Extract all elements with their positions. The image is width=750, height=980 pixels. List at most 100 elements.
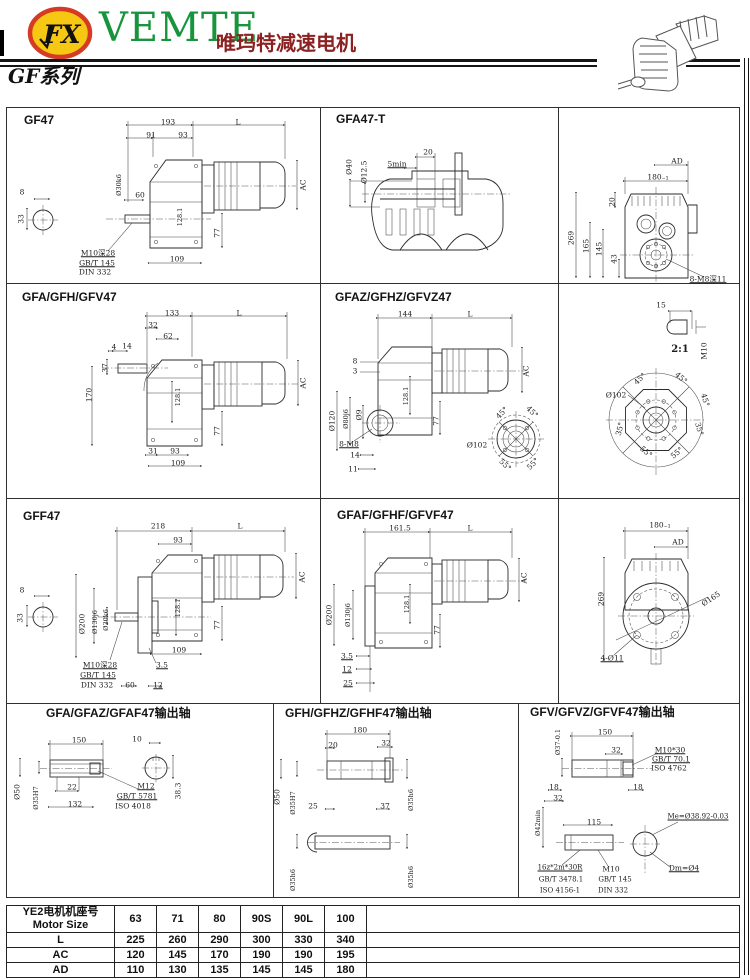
dim-label: 3.5 <box>156 660 168 670</box>
dim-label: 25 <box>308 801 318 811</box>
dim-label: 218 <box>150 521 166 531</box>
page-edge-mark <box>0 30 4 56</box>
dim-label: L <box>235 117 241 127</box>
detail-2to1-drawing <box>606 309 706 475</box>
dim-label: 91 <box>146 130 156 140</box>
panel-title: GFV/GFVZ/GFVF47输出轴 <box>530 705 675 719</box>
dim-label: GB/T 145 <box>79 258 115 268</box>
dim-label: 109 <box>171 645 187 655</box>
dim-label: 128.1 <box>402 594 411 614</box>
dim-label: 269 <box>566 230 576 246</box>
dim-label: 109 <box>170 458 186 468</box>
dim-label: 150 <box>71 735 87 745</box>
dim-label: AC <box>298 377 308 389</box>
dim-label: 2:1 <box>671 344 689 355</box>
panel-title: GFA/GFH/GFV47 <box>22 290 117 304</box>
dim-label: Ø102 <box>605 390 627 400</box>
grid-divider <box>6 283 740 284</box>
dim-label: 128.1 <box>173 598 182 618</box>
dim-label: 60 <box>135 190 145 200</box>
dim-label: 11 <box>348 464 358 474</box>
dim-label: ISO 4156-1 <box>539 886 581 895</box>
dim-label: 77 <box>432 625 442 635</box>
dim-label: 33 <box>16 214 26 224</box>
dim-label: 8 <box>19 187 25 197</box>
dim-label: 128.1 <box>401 386 410 406</box>
dim-label: 144 <box>397 309 413 319</box>
dim-label: 16z*2m*30R <box>537 863 583 872</box>
size-col: 63 <box>114 904 157 934</box>
dim-label: AC <box>297 571 307 583</box>
dim-label: 161.5 <box>389 523 411 533</box>
brand-name: VEMTE <box>99 5 259 51</box>
dim-label: M10 <box>699 342 709 360</box>
row-label: AD <box>6 962 115 979</box>
table-header-row: YE2电机机座号 Motor Size 63 71 80 90S 90L 100 <box>6 904 740 934</box>
dim-label: 128.1 <box>173 387 182 407</box>
grid-divider <box>558 107 559 703</box>
panel-title: GFA47-T <box>336 112 386 126</box>
gff47-drawing <box>25 527 298 688</box>
dim-label: 62 <box>163 331 173 341</box>
dim-label: GB/T 70.1 <box>651 754 691 764</box>
cell: 145 <box>282 962 325 979</box>
size-col: 71 <box>156 904 199 934</box>
vemte-logo-icon: FX <box>27 6 93 60</box>
dim-label: 35° <box>693 421 706 437</box>
table-empty-cell <box>366 904 740 934</box>
cell: 130 <box>156 962 199 979</box>
dim-label: 165 <box>581 238 591 254</box>
dim-label: 20 <box>607 197 617 207</box>
header-rule <box>686 59 740 62</box>
dim-label: 4 <box>111 342 117 352</box>
dim-label: 180₋₁ <box>647 172 669 182</box>
grid-border <box>6 107 7 898</box>
cell: 190 <box>282 947 325 964</box>
dim-label: L <box>467 523 473 533</box>
dim-label: 14 <box>122 341 132 351</box>
grid-divider <box>6 498 740 499</box>
dim-label: 5min <box>387 159 407 169</box>
cell: 300 <box>240 932 283 949</box>
dim-label: 109 <box>169 254 185 264</box>
dim-label: 180 <box>352 725 368 735</box>
dim-label: GB/T 145 <box>598 875 632 884</box>
dim-label: 15 <box>656 300 666 310</box>
dim-label: Ø120 <box>327 410 337 432</box>
table-row: L 225 260 290 300 330 340 <box>6 932 740 949</box>
grid-border <box>6 107 740 108</box>
dim-label: 32 <box>381 738 391 748</box>
dim-label: 93 <box>170 446 180 456</box>
dim-label: Ø9 <box>354 409 364 421</box>
dim-label: Ø35H7 <box>31 786 40 810</box>
header-rule <box>0 65 597 67</box>
dim-label: M12 <box>137 781 155 791</box>
dim-label: 77 <box>212 426 222 436</box>
gearmotor-illustration <box>617 14 719 92</box>
dim-label: Ø12.5 <box>359 160 369 184</box>
shaft-gfa-drawing <box>18 740 175 809</box>
cell: 145 <box>240 962 283 979</box>
row-label: AC <box>6 947 115 964</box>
header-rule <box>686 65 740 67</box>
page-edge-line <box>744 58 746 975</box>
dim-label: 115 <box>586 817 602 827</box>
dim-label: 132 <box>67 799 83 809</box>
panel-title: GFH/GFHZ/GFHF47输出轴 <box>285 706 432 720</box>
size-col: 100 <box>324 904 367 934</box>
cell: 190 <box>240 947 283 964</box>
dim-label: 3 <box>352 366 358 376</box>
dim-label: ISO 4018 <box>115 801 151 811</box>
logo-monogram: FX <box>42 20 82 49</box>
dim-label: 77 <box>212 228 222 238</box>
dim-label: DIN 332 <box>78 267 112 277</box>
table-empty-cell <box>366 947 740 964</box>
panel-title: GF47 <box>24 113 55 127</box>
dim-label: M10深28 <box>82 660 118 670</box>
flange-view-drawing <box>602 527 709 666</box>
grid-border <box>739 107 740 898</box>
